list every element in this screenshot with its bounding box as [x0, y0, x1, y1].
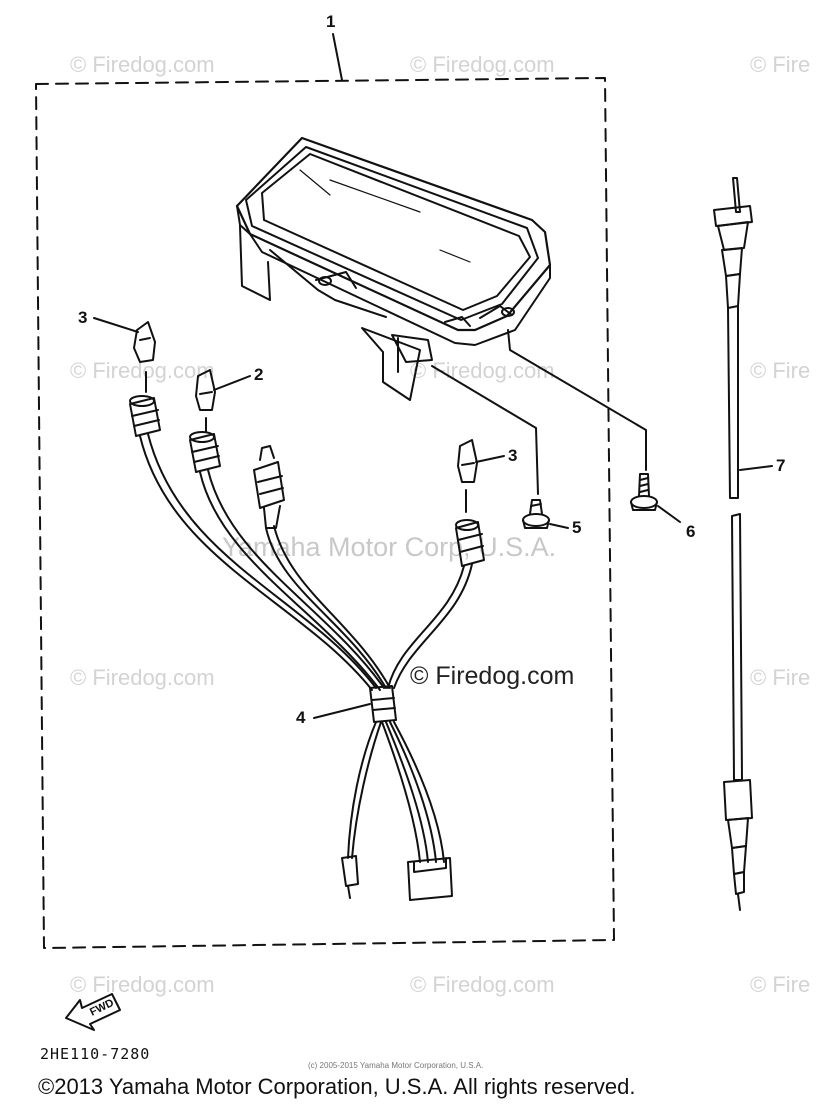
leader-5 [549, 523, 569, 529]
watermark-firedog: © Fire [750, 52, 811, 77]
watermark-firedog: © Firedog.com [70, 972, 215, 997]
speedometer-housing [235, 136, 552, 401]
screw-5 [522, 499, 550, 529]
leader-4 [313, 703, 371, 719]
watermark-firedog: © Firedog.com [410, 52, 555, 77]
callout-6: 6 [686, 522, 696, 541]
callout-5: 5 [572, 518, 582, 537]
callout-2: 2 [254, 365, 264, 384]
callout-3: 3 [508, 446, 518, 465]
callout-4: 4 [296, 708, 306, 727]
watermark-firedog: © Firedog.com [70, 52, 215, 77]
screw-6 [630, 473, 658, 511]
part-code: 2HE110-7280 [40, 1045, 151, 1063]
watermark-firedog: © Fire [750, 972, 811, 997]
fwd-arrow-icon [65, 993, 121, 1031]
small-copyright: (c) 2005-2015 Yamaha Motor Corporation, … [308, 1061, 484, 1070]
leader-3-right [475, 455, 505, 463]
socket-pigtail [253, 445, 285, 529]
wire-harness [139, 433, 473, 901]
watermark-firedog-center: © Firedog.com [410, 662, 575, 690]
bulb-3-right [457, 439, 478, 483]
bulb-2 [195, 369, 216, 411]
fwd-label: FWD [88, 997, 116, 1019]
socket-middle [189, 431, 221, 473]
leader-2 [213, 375, 251, 391]
callout-7: 7 [776, 456, 786, 475]
watermark-firedog: © Firedog.com [70, 665, 215, 690]
leader-housing-5 [431, 365, 539, 495]
leader-7 [739, 465, 773, 471]
speedometer-cable [713, 177, 753, 911]
leader-6 [657, 505, 681, 523]
callout-3: 3 [78, 308, 88, 327]
bulb-3-left [133, 321, 156, 363]
copyright-notice: ©2013 Yamaha Motor Corporation, U.S.A. A… [38, 1074, 636, 1099]
callout-1: 1 [326, 12, 336, 31]
socket-right [455, 519, 485, 567]
watermark-firedog: © Fire [750, 358, 811, 383]
watermark-firedog: © Fire [750, 665, 811, 690]
leader-3-left [93, 317, 139, 333]
leader-1 [332, 33, 343, 81]
leader-housing-6 [507, 329, 647, 471]
socket-left [129, 395, 161, 437]
assembly-boundary [35, 77, 615, 949]
watermark-firedog: © Firedog.com [410, 972, 555, 997]
